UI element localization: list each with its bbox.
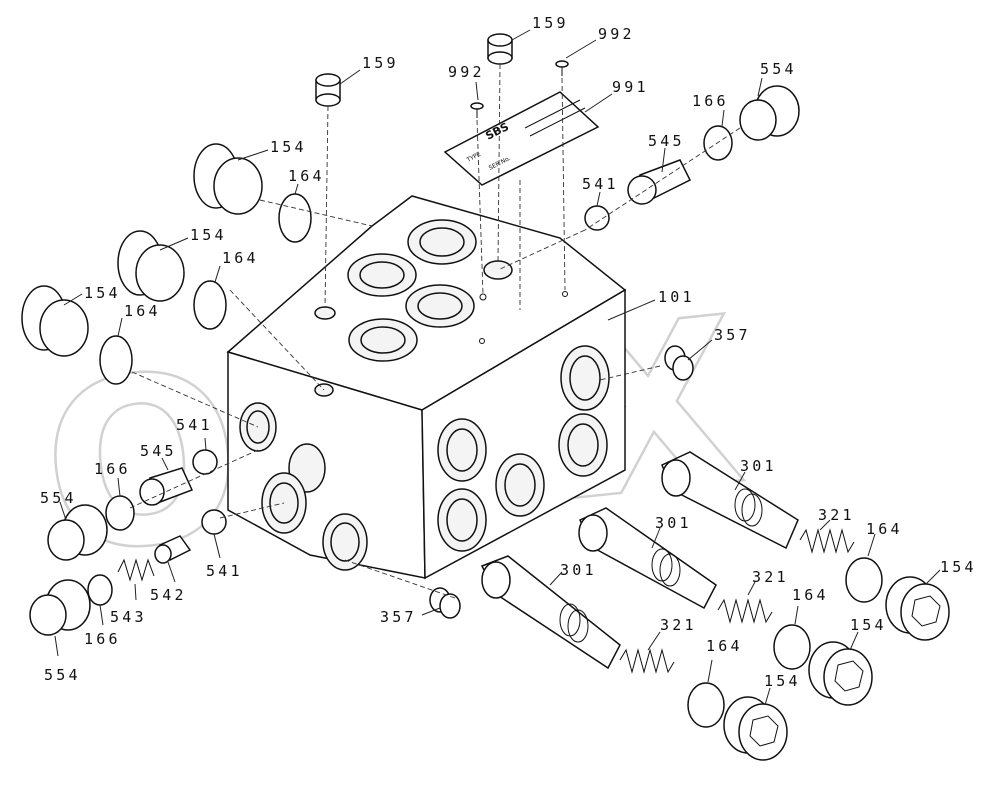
- plug-154-e: [808, 641, 873, 706]
- ball-541-top: [584, 205, 610, 231]
- plug-554-bottom: [29, 579, 91, 636]
- plug-159-right: [487, 33, 513, 65]
- label-154-f: 154: [764, 672, 801, 690]
- o-ring-164-b: [193, 280, 227, 330]
- label-541-top: 541: [582, 175, 619, 193]
- plug-159-left: [315, 73, 341, 107]
- plug-554-top: [739, 85, 800, 141]
- plug-154-d: [885, 576, 950, 641]
- label-154-d: 154: [940, 558, 977, 576]
- label-101: 101: [658, 288, 695, 306]
- label-301-a: 301: [740, 457, 777, 475]
- spring-321-c: [619, 648, 675, 674]
- o-ring-164-c: [99, 335, 133, 385]
- label-991: 991: [612, 78, 649, 96]
- o-ring-164-e: [773, 624, 811, 670]
- label-542: 542: [150, 586, 187, 604]
- label-992-right: 992: [598, 25, 635, 43]
- sleeve-545-left: [139, 467, 194, 506]
- plug-154-b: [117, 230, 185, 302]
- o-ring-164-d: [845, 557, 883, 603]
- spool-301-b: [578, 507, 717, 610]
- label-554-top: 554: [760, 60, 797, 78]
- plug-154-c: [21, 285, 89, 357]
- label-166-top: 166: [692, 92, 729, 110]
- label-164-c: 164: [124, 302, 161, 320]
- label-154-a: 154: [270, 138, 307, 156]
- label-545-top: 545: [648, 132, 685, 150]
- o-ring-166-left: [105, 495, 135, 531]
- valve-body: [226, 195, 627, 580]
- label-154-c: 154: [84, 284, 121, 302]
- plug-154-a: [193, 143, 263, 215]
- label-166-left: 166: [94, 460, 131, 478]
- label-301-b: 301: [655, 514, 692, 532]
- label-554-bottom: 554: [44, 666, 81, 684]
- poppet-542: [154, 535, 192, 564]
- plug-357-right: [664, 345, 694, 381]
- ball-541-bottom: [201, 509, 227, 535]
- label-164-d: 164: [866, 520, 903, 538]
- label-166-bottom: 166: [84, 630, 121, 648]
- spool-301-c: [480, 555, 621, 670]
- nameplate-991: SBS TYPE SER.No.: [443, 91, 600, 186]
- label-164-a: 164: [288, 167, 325, 185]
- label-164-b: 164: [222, 249, 259, 267]
- spring-321-a: [799, 528, 855, 554]
- screw-992-left: [470, 102, 484, 118]
- sleeve-545-top: [627, 159, 692, 205]
- label-543: 543: [110, 608, 147, 626]
- spool-301-a: [661, 451, 799, 550]
- plug-554-left: [47, 504, 108, 561]
- label-164-f: 164: [706, 637, 743, 655]
- label-321-a: 321: [818, 506, 855, 524]
- leader-lines: [54, 29, 941, 706]
- part-labels: 159 159 992 992 991 554 166 545 541 154 …: [40, 14, 977, 690]
- label-159-right: 159: [532, 14, 569, 32]
- label-545-left: 545: [140, 442, 177, 460]
- label-541-left: 541: [176, 416, 213, 434]
- label-154-b: 154: [190, 226, 227, 244]
- o-ring-164-f: [687, 682, 725, 728]
- label-159-left: 159: [362, 54, 399, 72]
- o-ring-166-bottom: [87, 574, 113, 606]
- label-357-bottom: 357: [380, 608, 417, 626]
- label-164-e: 164: [792, 586, 829, 604]
- plug-357-bottom: [429, 587, 461, 619]
- label-357-right: 357: [714, 326, 751, 344]
- spring-543: [117, 558, 155, 582]
- label-554-left: 554: [40, 489, 77, 507]
- spring-321-b: [717, 598, 773, 624]
- plug-154-f: [723, 696, 788, 761]
- label-992-left: 992: [448, 63, 485, 81]
- label-321-b: 321: [752, 568, 789, 586]
- label-541-bottom: 541: [206, 562, 243, 580]
- label-321-c: 321: [660, 616, 697, 634]
- label-301-c: 301: [560, 561, 597, 579]
- label-154-e: 154: [850, 616, 887, 634]
- o-ring-164-a: [278, 193, 312, 243]
- center-lines: [129, 63, 741, 599]
- screw-992-right: [555, 60, 569, 76]
